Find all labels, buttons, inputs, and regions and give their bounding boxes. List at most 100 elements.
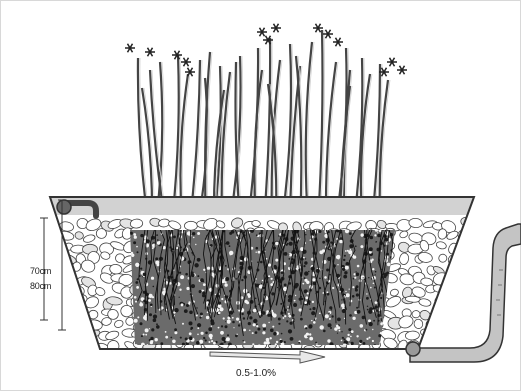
gravel-stone [63, 272, 76, 283]
root-speck [218, 327, 220, 329]
root-speck [329, 306, 332, 309]
root-speck [346, 262, 350, 266]
root-speck [356, 307, 358, 309]
root-speck [336, 255, 340, 259]
root-speck [200, 313, 203, 316]
root-speck [249, 316, 252, 319]
root-speck [210, 244, 213, 247]
root-speck [151, 306, 152, 307]
slope-label: 0.5-1.0% [236, 368, 276, 379]
root-speck [342, 268, 345, 271]
root-speck [278, 323, 280, 325]
root-speck [176, 247, 178, 249]
root-speck [288, 315, 291, 318]
root-speck [226, 337, 230, 341]
gravel-stone [461, 277, 469, 288]
root-speck [270, 337, 272, 339]
root-speck [305, 234, 306, 235]
root-speck [355, 287, 357, 289]
root-speck [367, 309, 369, 311]
gravel-stone [457, 319, 471, 327]
root-speck [193, 237, 195, 239]
root-speck [239, 321, 241, 323]
root-speck [361, 275, 365, 279]
root-speck [280, 340, 283, 343]
root-speck [222, 337, 226, 341]
root-speck [366, 297, 369, 300]
gravel-stone [45, 254, 60, 264]
root-speck [361, 233, 364, 236]
root-speck [293, 303, 297, 307]
root-speck [287, 306, 288, 307]
root-speck [232, 317, 234, 319]
root-speck [184, 309, 188, 313]
root-speck [271, 278, 273, 280]
root-speck [268, 275, 270, 277]
root-speck [160, 342, 163, 345]
root-speck [244, 257, 248, 261]
root-speck [306, 333, 309, 336]
root-speck [331, 315, 333, 317]
root-speck [255, 278, 257, 280]
root-speck [174, 308, 178, 312]
root-speck [327, 293, 330, 296]
root-speck [274, 266, 277, 269]
root-speck [345, 291, 346, 292]
root-speck [375, 274, 376, 275]
root-speck [196, 341, 200, 345]
gravel-stone [468, 297, 487, 313]
root-speck [229, 245, 231, 247]
gravel-stone [50, 263, 66, 277]
root-speck [189, 332, 192, 335]
root-speck [373, 283, 375, 285]
gravel-stone [473, 266, 483, 276]
root-speck [229, 232, 232, 235]
root-speck [199, 340, 203, 344]
gravel-stone [74, 327, 87, 340]
root-speck [156, 325, 160, 329]
root-speck [322, 241, 325, 244]
root-speck [371, 259, 373, 261]
root-speck [273, 332, 277, 336]
root-speck [268, 322, 269, 323]
root-speck [267, 313, 271, 317]
root-speck [197, 232, 200, 235]
depth-label-70cm: 70cm [30, 266, 51, 276]
root-speck [277, 287, 278, 288]
root-speck [135, 263, 139, 267]
root-speck [215, 294, 216, 295]
root-speck [200, 317, 202, 319]
root-speck [280, 303, 282, 305]
root-speck [339, 240, 343, 244]
root-speck [351, 330, 354, 333]
root-speck [227, 334, 229, 336]
root-speck [205, 339, 207, 341]
root-speck [186, 304, 189, 307]
root-speck [345, 250, 347, 252]
gravel-stone [466, 240, 483, 254]
root-speck [329, 274, 331, 276]
root-speck [308, 303, 310, 305]
root-speck [341, 331, 342, 332]
slope-arrow [210, 351, 325, 363]
root-speck [157, 241, 160, 244]
root-speck [255, 298, 257, 300]
root-speck [350, 249, 351, 250]
root-speck [298, 342, 300, 344]
root-speck [381, 250, 383, 252]
root-speck [319, 313, 321, 315]
gravel-stone [466, 320, 481, 330]
root-speck [157, 239, 159, 241]
root-speck [348, 328, 351, 331]
root-speck [196, 315, 198, 317]
root-speck [356, 293, 359, 296]
root-speck [332, 287, 334, 289]
root-speck [224, 283, 227, 286]
root-speck [304, 279, 307, 282]
root-speck [248, 295, 251, 298]
gravel-stone [456, 254, 464, 263]
root-speck [294, 300, 296, 302]
water-layer [50, 197, 474, 218]
root-speck [189, 336, 193, 340]
root-speck [356, 271, 357, 272]
